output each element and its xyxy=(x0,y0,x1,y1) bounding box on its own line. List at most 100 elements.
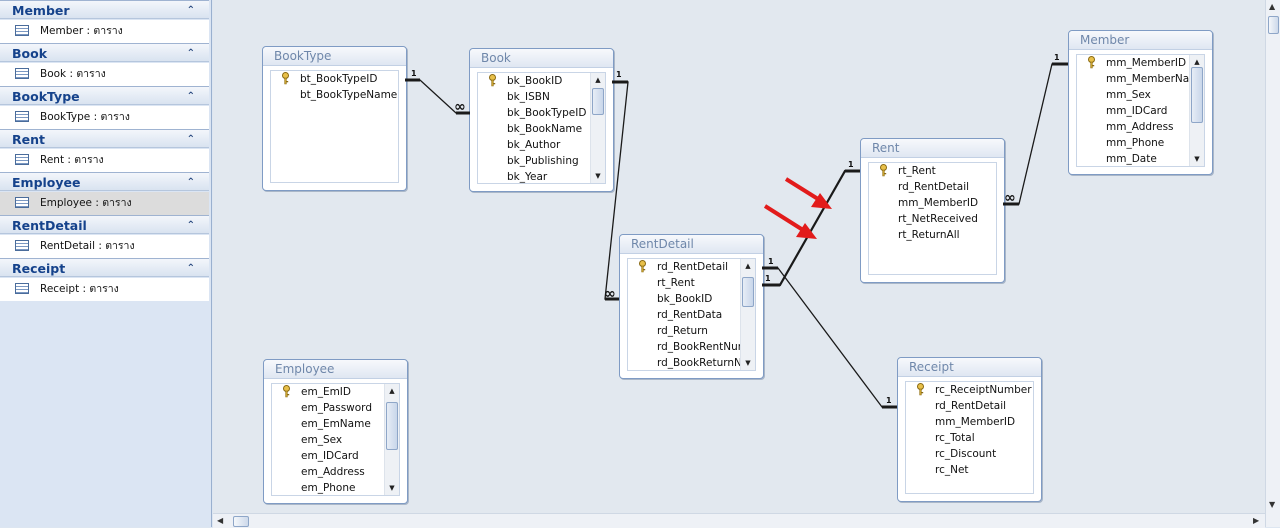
table-title[interactable]: Member xyxy=(1069,31,1212,50)
scroll-right-icon[interactable]: ▶ xyxy=(1253,516,1260,525)
field-list-scroll-thumb[interactable] xyxy=(386,402,398,450)
field-item[interactable]: rd_RentDetail xyxy=(869,179,996,195)
field-item[interactable]: em_Sex xyxy=(272,432,399,448)
field-item[interactable]: bk_Author xyxy=(478,137,605,153)
field-item[interactable]: mm_Address xyxy=(1077,119,1204,135)
scroll-up-icon[interactable]: ▲ xyxy=(745,262,751,270)
field-item[interactable]: em_IDCard xyxy=(272,448,399,464)
nav-table-item[interactable]: Member : ตาราง xyxy=(0,20,209,43)
field-list-scrollbar[interactable]: ▲▼ xyxy=(384,384,399,495)
field-item[interactable]: mm_MemberNam xyxy=(1077,71,1204,87)
table-title[interactable]: BookType xyxy=(263,47,406,66)
primary-key-field[interactable]: bt_BookTypeID xyxy=(271,71,398,87)
nav-table-item[interactable]: Book : ตาราง xyxy=(0,63,209,86)
primary-key-field[interactable]: rt_Rent xyxy=(869,163,996,179)
nav-table-item[interactable]: RentDetail : ตาราง xyxy=(0,235,209,258)
collapse-chevron-icon[interactable]: ⌃ xyxy=(186,48,195,59)
nav-group-header[interactable]: Employee⌃ xyxy=(0,172,209,191)
field-item[interactable]: bt_BookTypeName xyxy=(271,87,398,103)
nav-group-header[interactable]: Book⌃ xyxy=(0,43,209,62)
nav-table-item[interactable]: Rent : ตาราง xyxy=(0,149,209,172)
field-item[interactable]: rc_Discount xyxy=(906,446,1033,462)
field-list-scroll-thumb[interactable] xyxy=(592,88,604,115)
field-item[interactable]: em_Password xyxy=(272,400,399,416)
nav-group-header[interactable]: RentDetail⌃ xyxy=(0,215,209,234)
nav-table-item[interactable]: Employee : ตาราง xyxy=(0,192,209,215)
primary-key-field[interactable]: mm_MemberID xyxy=(1077,55,1204,71)
field-item[interactable]: bk_BookTypeID xyxy=(478,105,605,121)
field-item[interactable]: mm_IDCard xyxy=(1077,103,1204,119)
field-item[interactable]: rd_RentData xyxy=(628,307,755,323)
field-item[interactable]: bk_BookName xyxy=(478,121,605,137)
field-item[interactable]: rd_Return xyxy=(628,323,755,339)
table-title[interactable]: Book xyxy=(470,49,613,68)
horizontal-scroll-thumb[interactable] xyxy=(233,516,249,527)
scroll-up-icon[interactable]: ▲ xyxy=(1194,58,1200,66)
field-item[interactable]: rc_Net xyxy=(906,462,1033,478)
field-item[interactable]: mm_Phone xyxy=(1077,135,1204,151)
field-item[interactable]: bk_Year xyxy=(478,169,605,183)
scroll-left-icon[interactable]: ◀ xyxy=(217,516,224,525)
scroll-down-icon[interactable]: ▼ xyxy=(595,172,601,180)
table-title[interactable]: Receipt xyxy=(898,358,1041,377)
field-list-scroll-thumb[interactable] xyxy=(742,277,754,307)
field-item[interactable]: rt_Rent xyxy=(628,275,755,291)
field-item[interactable]: mm_Date xyxy=(1077,151,1204,166)
field-item[interactable]: em_Address xyxy=(272,464,399,480)
table-title[interactable]: Employee xyxy=(264,360,407,379)
field-item[interactable]: mm_MemberID xyxy=(869,195,996,211)
field-list-scroll-thumb[interactable] xyxy=(1191,67,1203,123)
field-list-scrollbar[interactable]: ▲▼ xyxy=(590,73,605,183)
vertical-scrollbar[interactable]: ▲ ▼ xyxy=(1265,0,1280,527)
nav-group-header[interactable]: Receipt⌃ xyxy=(0,258,209,277)
field-item[interactable]: bk_BookID xyxy=(628,291,755,307)
nav-group-header[interactable]: Rent⌃ xyxy=(0,129,209,148)
primary-key-field[interactable]: rc_ReceiptNumber xyxy=(906,382,1033,398)
primary-key-field[interactable]: bk_BookID xyxy=(478,73,605,89)
field-item[interactable]: rt_ReturnAll xyxy=(869,227,996,243)
field-list-scrollbar[interactable]: ▲▼ xyxy=(740,259,755,370)
field-item[interactable]: rd_RentDetail xyxy=(906,398,1033,414)
collapse-chevron-icon[interactable]: ⌃ xyxy=(186,220,195,231)
nav-table-item[interactable]: BookType : ตาราง xyxy=(0,106,209,129)
field-item[interactable]: rt_NetReceived xyxy=(869,211,996,227)
collapse-chevron-icon[interactable]: ⌃ xyxy=(186,263,195,274)
nav-group-header[interactable]: BookType⌃ xyxy=(0,86,209,105)
scroll-down-icon[interactable]: ▼ xyxy=(389,484,395,492)
field-item[interactable]: rd_BookRentNum xyxy=(628,339,755,355)
scroll-up-icon[interactable]: ▲ xyxy=(595,76,601,84)
collapse-chevron-icon[interactable]: ⌃ xyxy=(186,91,195,102)
collapse-chevron-icon[interactable]: ⌃ xyxy=(186,177,195,188)
horizontal-scrollbar[interactable]: ◀ ▶ xyxy=(213,513,1265,528)
field-item[interactable]: em_EmName xyxy=(272,416,399,432)
field-item[interactable]: rd_BookReturnNu xyxy=(628,355,755,370)
collapse-chevron-icon[interactable]: ⌃ xyxy=(186,5,195,16)
scroll-up-icon[interactable]: ▲ xyxy=(1269,2,1276,11)
field-list-scrollbar[interactable]: ▲▼ xyxy=(1189,55,1204,166)
vertical-scroll-thumb[interactable] xyxy=(1268,16,1279,34)
nav-table-item[interactable]: Receipt : ตาราง xyxy=(0,278,209,301)
field-item[interactable]: mm_MemberID xyxy=(906,414,1033,430)
scroll-down-icon[interactable]: ▼ xyxy=(1269,500,1276,509)
scroll-down-icon[interactable]: ▼ xyxy=(1194,155,1200,163)
scroll-up-icon[interactable]: ▲ xyxy=(389,387,395,395)
primary-key-field[interactable]: rd_RentDetail xyxy=(628,259,755,275)
field-item[interactable]: em_Phone xyxy=(272,480,399,495)
field-item[interactable]: bk_ISBN xyxy=(478,89,605,105)
table-title[interactable]: RentDetail xyxy=(620,235,763,254)
field-item[interactable]: rc_Total xyxy=(906,430,1033,446)
nav-group-header[interactable]: Member⌃ xyxy=(0,0,209,19)
table-title[interactable]: Rent xyxy=(861,139,1004,158)
